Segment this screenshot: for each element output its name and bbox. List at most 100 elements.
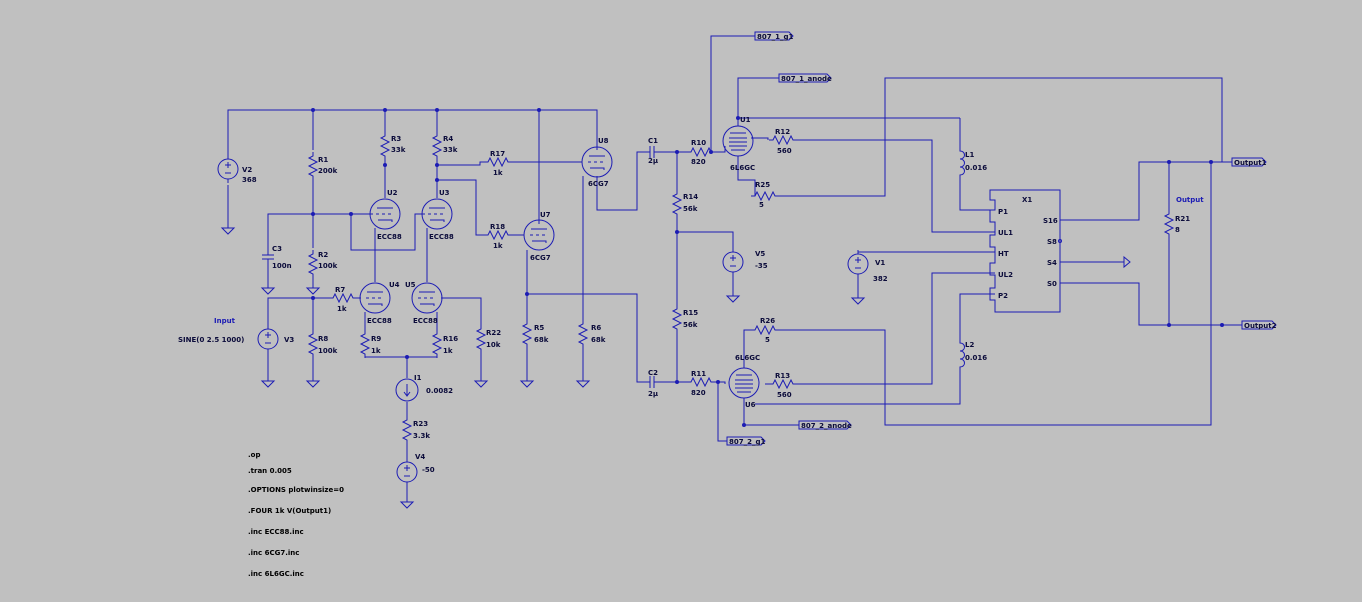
pin-p2: P2	[998, 292, 1008, 300]
r13-value: 560	[777, 391, 792, 399]
r6-resistor[interactable]: R6 68k	[578, 319, 606, 349]
l2-inductor[interactable]: L2 0.016	[959, 339, 987, 371]
r5-resistor[interactable]: R5 68k	[522, 319, 549, 349]
r21-value: 8	[1175, 226, 1180, 234]
net-label-807-2-anode: 807_2_anode	[798, 420, 852, 430]
u2-triode[interactable]: U2 ECC88	[369, 189, 402, 241]
r1-value: 200k	[318, 167, 338, 175]
r7-value: 1k	[337, 305, 347, 313]
i1-value: 0.0082	[426, 387, 453, 395]
r4-resistor[interactable]: R4 33k	[432, 131, 458, 161]
l2-name: L2	[965, 341, 974, 349]
r4-value: 33k	[443, 146, 458, 154]
r14-resistor[interactable]: R14 56k	[672, 189, 698, 219]
u7-triode[interactable]: U7 6CG7	[523, 211, 555, 262]
r21-resistor[interactable]: R21 8	[1164, 209, 1190, 239]
x1-name: X1	[1022, 196, 1032, 204]
c3-capacitor[interactable]: C3 100n	[262, 245, 292, 270]
r23-value: 3.3k	[413, 432, 430, 440]
r1-name: R1	[318, 156, 328, 164]
r8-value: 100k	[318, 347, 338, 355]
r17-resistor[interactable]: R17 1k	[483, 150, 513, 177]
v1-voltage-source[interactable]: V1 382	[847, 249, 888, 283]
svg-text:807_1_g1: 807_1_g1	[757, 33, 793, 41]
r23-resistor[interactable]: R23 3.3k	[402, 415, 430, 445]
u4-triode[interactable]: U4 ECC88	[359, 281, 400, 325]
ground-symbol	[261, 374, 275, 388]
r1-resistor[interactable]: R1 200k	[308, 151, 338, 181]
r11-value: 820	[691, 389, 706, 397]
v5-voltage-source[interactable]: V5 -35	[722, 247, 768, 277]
r9-resistor[interactable]: R9 1k	[360, 329, 381, 359]
u5-triode[interactable]: U5 ECC88	[405, 281, 443, 325]
r11-name: R11	[691, 370, 706, 378]
c1-capacitor[interactable]: C1 2µ	[647, 137, 658, 165]
net-label-output2: Output2	[1241, 320, 1277, 330]
ground-symbol	[726, 289, 740, 303]
c1-value: 2µ	[648, 157, 658, 165]
i1-current-source[interactable]: I1 0.0082	[395, 374, 453, 402]
svg-text:807_2_g1: 807_2_g1	[729, 438, 765, 446]
r3-resistor[interactable]: R3 33k	[380, 131, 406, 161]
u2-value: ECC88	[377, 233, 402, 241]
r7-name: R7	[335, 286, 345, 294]
v2-voltage-source[interactable]: V2 368	[217, 154, 257, 184]
u6-pentode[interactable]: 6L6GC U6	[728, 354, 760, 409]
output-label: Output	[1176, 196, 1204, 204]
svg-text:807_2_anode: 807_2_anode	[801, 422, 852, 430]
r10-value: 820	[691, 158, 706, 166]
r14-value: 56k	[683, 205, 698, 213]
r7-resistor[interactable]: R7 1k	[328, 286, 358, 313]
r13-resistor[interactable]: R13 560	[768, 372, 798, 399]
r26-name: R26	[760, 317, 775, 325]
v3-voltage-source[interactable]: V3	[257, 324, 294, 354]
u2-name: U2	[387, 189, 398, 197]
r25-value: 5	[759, 201, 764, 209]
svg-text:807_1_anode: 807_1_anode	[781, 75, 832, 83]
v4-voltage-source[interactable]: V4 -50	[396, 453, 435, 487]
r3-value: 33k	[391, 146, 406, 154]
r4-name: R4	[443, 135, 453, 143]
c3-name: C3	[272, 245, 282, 253]
l1-value: 0.016	[965, 164, 987, 172]
ground-symbol	[306, 281, 320, 295]
r11-resistor[interactable]: R11 820	[686, 370, 716, 397]
r10-resistor[interactable]: R10 820	[686, 139, 716, 166]
v2-value: 368	[242, 176, 257, 184]
r25-resistor[interactable]: R25 5	[750, 181, 780, 209]
c2-capacitor[interactable]: C2 2µ	[647, 369, 658, 398]
net-label-807-2-g1: 807_2_g1	[726, 436, 766, 446]
v2-name: V2	[242, 166, 252, 174]
r21-name: R21	[1175, 215, 1190, 223]
r16-value: 1k	[443, 347, 453, 355]
u1-value: 6L6GC	[730, 164, 755, 172]
r18-resistor[interactable]: R18 1k	[483, 223, 513, 250]
r2-resistor[interactable]: R2 100k	[308, 249, 338, 279]
r15-resistor[interactable]: R15 56k	[672, 304, 698, 334]
directive-tran: .tran 0.005	[248, 467, 292, 475]
directive-inc-6l6gc: .inc 6L6GC.inc	[248, 570, 304, 578]
r16-name: R16	[443, 335, 458, 343]
l1-inductor[interactable]: L1 0.016	[959, 147, 987, 179]
x1-output-transformer[interactable]: X1 P1 UL1 HT UL2 P2 S16 S8 S4 S0	[989, 189, 1062, 313]
r8-resistor[interactable]: R8 100k	[308, 329, 338, 359]
r10-name: R10	[691, 139, 706, 147]
r26-value: 5	[765, 336, 770, 344]
r22-value: 10k	[486, 341, 501, 349]
u8-triode[interactable]: U8 6CG7	[581, 137, 613, 188]
r22-resistor[interactable]: R22 10k	[476, 324, 501, 354]
u1-pentode[interactable]: U1 6L6GC	[722, 116, 755, 172]
directive-op: .op	[248, 451, 260, 459]
u3-triode[interactable]: U3 ECC88	[421, 189, 454, 241]
v1-name: V1	[875, 259, 885, 267]
r9-value: 1k	[371, 347, 381, 355]
r26-resistor[interactable]: R26 5	[750, 317, 780, 344]
r14-name: R14	[683, 193, 698, 201]
r2-name: R2	[318, 251, 328, 259]
r18-value: 1k	[493, 242, 503, 250]
r16-resistor[interactable]: R16 1k	[432, 329, 458, 359]
v1-value: 382	[873, 275, 888, 283]
r12-resistor[interactable]: R12 560	[768, 128, 798, 155]
r2-value: 100k	[318, 262, 338, 270]
